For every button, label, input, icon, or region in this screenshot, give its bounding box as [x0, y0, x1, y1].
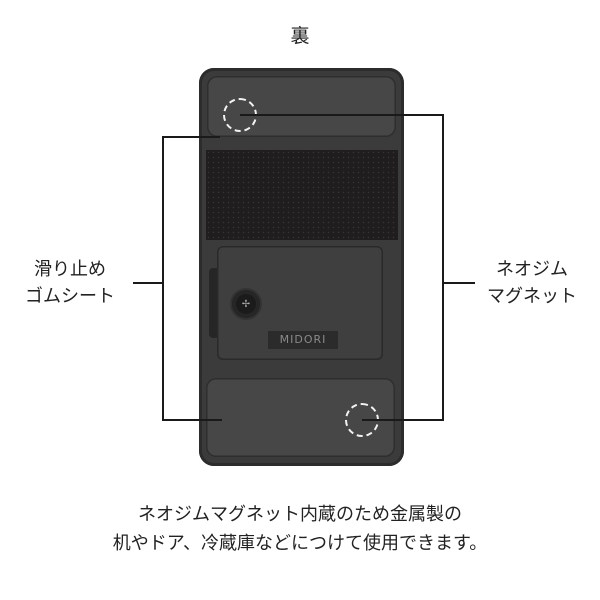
- right-bracket-vertical: [442, 114, 444, 421]
- screw-icon: ✢: [232, 290, 260, 318]
- left-bracket-vertical: [162, 137, 164, 421]
- right-bracket-tick: [443, 282, 475, 284]
- callout-rubber-sheet: 滑り止め ゴムシート: [10, 256, 130, 310]
- page-title: 裏: [290, 25, 310, 47]
- caption-line2: 机やドア、冷蔵庫などにつけて使用できます。: [112, 533, 488, 554]
- left-bracket-bottom: [162, 419, 222, 421]
- side-notch: [209, 268, 219, 338]
- callout-magnet-line1: ネオジム: [496, 259, 568, 280]
- right-bracket-bottom: [362, 419, 444, 421]
- brand-label: MIDORI: [268, 331, 338, 349]
- caption: ネオジムマグネット内蔵のため金属製の 机やドア、冷蔵庫などにつけて使用できます。: [0, 500, 600, 558]
- caption-line1: ネオジムマグネット内蔵のため金属製の: [138, 504, 462, 525]
- velcro-strip: [206, 150, 398, 240]
- right-bracket-top: [240, 114, 444, 116]
- callout-rubber-sheet-line1: 滑り止め: [34, 259, 106, 280]
- left-bracket-top: [162, 136, 220, 138]
- callout-rubber-sheet-line2: ゴムシート: [25, 286, 115, 307]
- left-bracket-tick: [133, 282, 163, 284]
- callout-magnet: ネオジム マグネット: [474, 256, 590, 310]
- callout-magnet-line2: マグネット: [487, 286, 577, 307]
